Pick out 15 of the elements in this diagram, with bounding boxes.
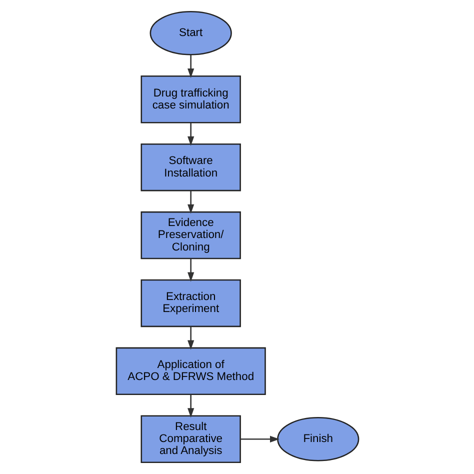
arrow [240, 436, 279, 442]
node-ellipse: Finish [276, 416, 359, 462]
node-box: Software Installation [140, 143, 240, 192]
arrow [187, 258, 194, 282]
arrow [187, 326, 194, 350]
node-ellipse: Start [149, 11, 232, 56]
node-box: Evidence Preservation/ Cloning [140, 211, 240, 260]
arrow [187, 394, 194, 418]
arrow [187, 122, 194, 146]
node-box: Extraction Experiment [140, 279, 240, 328]
node-box: Application of ACPO & DFRWS Method [115, 347, 266, 396]
arrow [187, 190, 194, 214]
arrow [187, 54, 194, 78]
node-box: Result Comparative and Analysis [140, 415, 240, 463]
node-box: Drug trafficking case simulation [140, 76, 240, 124]
